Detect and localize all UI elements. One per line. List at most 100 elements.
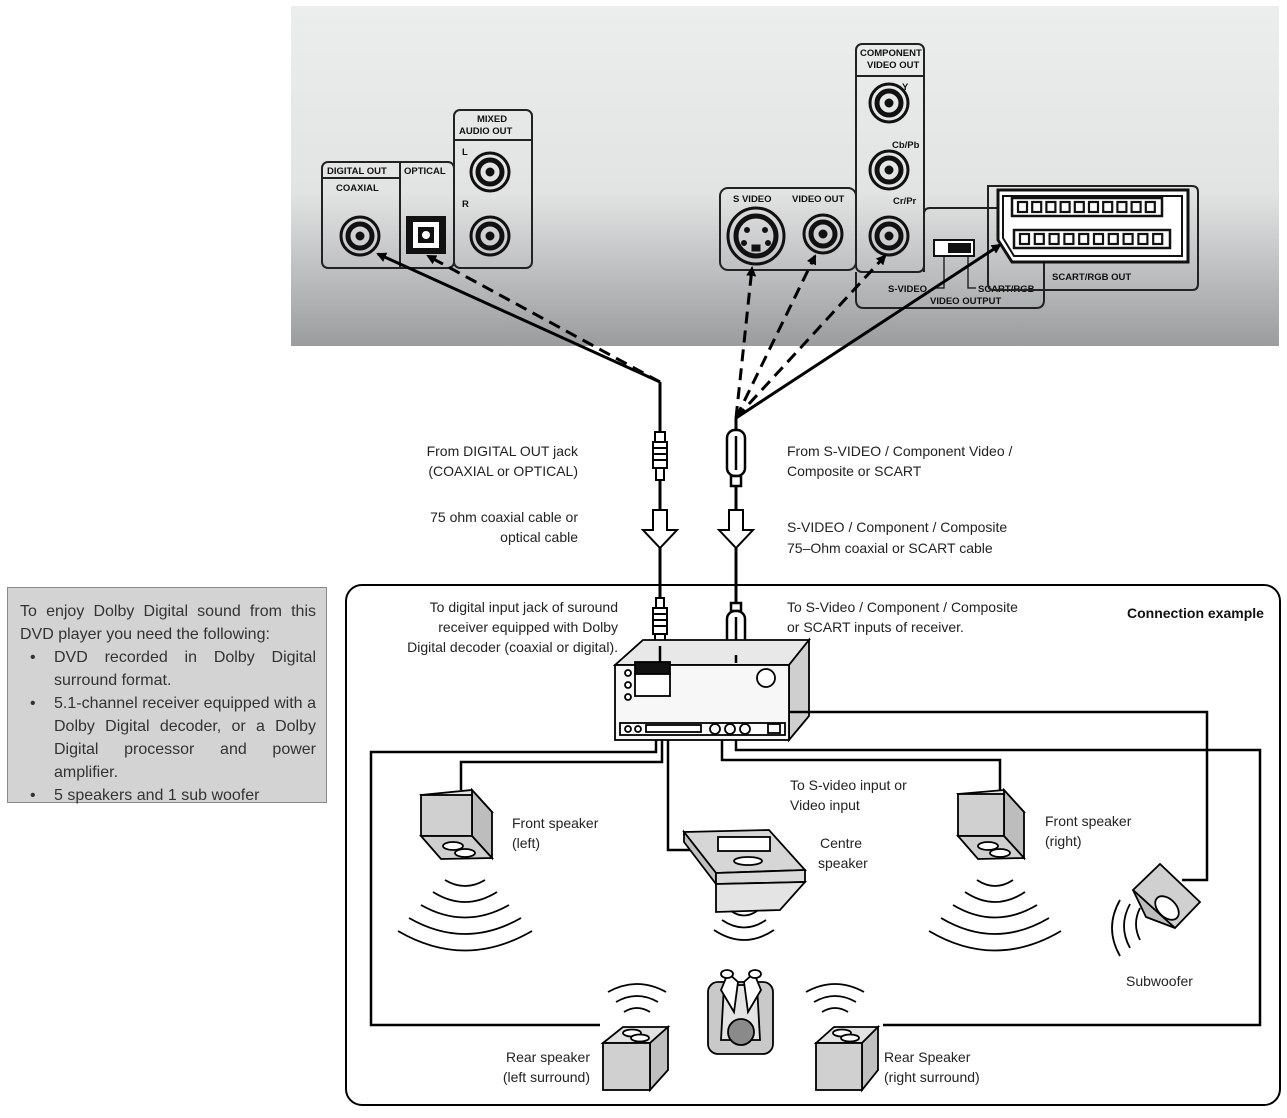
video-output-switch <box>933 239 976 289</box>
scart-pin <box>1137 232 1149 246</box>
mixed-audio-label-1: MIXED <box>477 114 507 125</box>
centre-label-1: Centre <box>820 835 862 851</box>
coaxial-jack <box>339 215 381 257</box>
audio-plug-lower <box>652 585 668 647</box>
info-intro: To enjoy Dolby Digital sound from this D… <box>20 603 316 643</box>
rear-right-sound-waves <box>805 983 865 1013</box>
to-video-label-2: or SCART inputs of receiver. <box>787 619 964 635</box>
scart-rgb-out-label: SCART/RGB OUT <box>1052 272 1131 283</box>
subwoofer-label: Subwoofer <box>1126 973 1193 989</box>
connection-example-title: Connection example <box>1127 605 1264 621</box>
subwoofer-sound-waves <box>1111 899 1141 957</box>
cable-audio-label-2: optical cable <box>500 529 578 545</box>
scart-pin <box>1059 200 1071 214</box>
to-video-label-1: To S-Video / Component / Composite <box>787 599 1018 615</box>
video-down-arrow <box>716 509 756 550</box>
y-label: Y <box>902 82 909 93</box>
scart-pin <box>1048 232 1060 246</box>
video-out-label: VIDEO OUT <box>792 194 844 205</box>
rear-left-speaker <box>600 1024 671 1093</box>
listener-figure <box>707 969 774 1055</box>
scart-cable-line <box>735 243 1002 420</box>
to-digital-label-3: Digital decoder (coaxial or digital). <box>407 639 618 655</box>
scart-pin <box>1063 232 1075 246</box>
requirement-item: DVD recorded in Dolby Digital surround f… <box>30 646 316 692</box>
scart-pin <box>1152 232 1164 246</box>
scart-pin <box>1122 232 1134 246</box>
switch-svideo-label: S-VIDEO <box>888 284 927 295</box>
connection-example-box <box>345 584 1281 1106</box>
composite-cable-line <box>734 254 817 419</box>
rear-right-label-1: Rear Speaker <box>884 1049 971 1065</box>
front-right-label-2: (right) <box>1045 833 1082 849</box>
scart-pin <box>1078 232 1090 246</box>
component-label-2: VIDEO OUT <box>867 60 919 71</box>
digital-out-block <box>321 109 533 269</box>
scart-pin <box>1092 232 1105 246</box>
from-digital-label-1: From DIGITAL OUT jack <box>427 443 579 459</box>
audio-l-jack <box>469 151 511 193</box>
scart-pin <box>1102 200 1114 214</box>
to-digital-label-1: To digital input jack of suround <box>430 599 618 615</box>
s-video-jack <box>726 206 786 266</box>
scart-pin <box>1073 200 1085 214</box>
scart-pin <box>1045 200 1057 214</box>
rear-left-sound-waves <box>607 983 667 1013</box>
scart-pin <box>1107 232 1119 246</box>
front-left-speaker <box>419 787 494 861</box>
s-video-cable-line <box>734 266 757 419</box>
rear-left-label-2: (left surround) <box>503 1069 590 1085</box>
cr-pr-jack <box>868 215 910 257</box>
requirements-list: DVD recorded in Dolby Digital surround f… <box>20 646 316 807</box>
s-video-label: S VIDEO <box>733 194 772 205</box>
audio-down-arrow <box>640 509 680 550</box>
composite-video-jack <box>802 213 844 255</box>
scart-connector <box>987 185 1199 291</box>
scart-pin <box>1087 200 1100 214</box>
video-plug-upper <box>725 428 747 488</box>
rear-left-label-1: Rear speaker <box>506 1049 590 1065</box>
cables <box>376 243 1002 600</box>
front-left-label-1: Front speaker <box>512 815 599 831</box>
to-svideo-label-2: Video input <box>790 797 860 813</box>
centre-label-2: speaker <box>818 855 868 871</box>
front-right-label-1: Front speaker <box>1045 813 1132 829</box>
cable-video-label-1: S-VIDEO / Component / Composite <box>787 519 1007 535</box>
scart-pin <box>1116 200 1128 214</box>
scart-pin <box>1031 200 1043 214</box>
cr-pr-label: Cr/Pr <box>893 196 917 207</box>
rear-right-speaker <box>813 1024 881 1093</box>
optical-jack <box>406 216 446 254</box>
from-video-label-2: Composite or SCART <box>787 463 922 479</box>
centre-sound-waves <box>713 910 775 941</box>
video-output-label: VIDEO OUTPUT <box>930 296 1001 307</box>
audio-r-jack <box>469 215 511 257</box>
front-left-label-2: (left) <box>512 835 540 851</box>
mixed-audio-label-2: AUDIO OUT <box>459 126 513 137</box>
coaxial-label: COAXIAL <box>336 183 379 194</box>
audio-l-label: L <box>462 147 468 158</box>
requirement-item: 5.1-channel receiver equipped with a Dol… <box>30 692 316 784</box>
audio-plug-upper <box>652 431 668 481</box>
av-receiver <box>612 637 811 743</box>
scart-pin <box>1144 200 1156 214</box>
requirements-info-box: To enjoy Dolby Digital sound from this D… <box>7 587 327 807</box>
digital-out-label: DIGITAL OUT <box>327 166 387 177</box>
cb-pb-jack <box>868 149 910 191</box>
y-jack <box>868 82 910 124</box>
front-left-sound-waves <box>397 879 533 952</box>
cable-audio-label-1: 75 ohm coaxial cable or <box>430 509 578 525</box>
centre-speaker <box>682 829 808 913</box>
cb-pb-label: Cb/Pb <box>892 140 920 151</box>
to-svideo-label-1: To S-video input or <box>790 777 907 793</box>
coaxial-cable-line <box>376 252 661 384</box>
optical-cable-line <box>426 254 661 384</box>
front-right-speaker <box>956 787 1026 861</box>
subwoofer <box>1131 862 1202 930</box>
scart-pin <box>1130 200 1142 214</box>
to-digital-label-2: receiver equipped with Dolby <box>438 619 618 635</box>
component-label-1: COMPONENT <box>860 48 922 59</box>
audio-r-label: R <box>462 199 469 210</box>
from-digital-label-2: (COAXIAL or OPTICAL) <box>428 463 578 479</box>
